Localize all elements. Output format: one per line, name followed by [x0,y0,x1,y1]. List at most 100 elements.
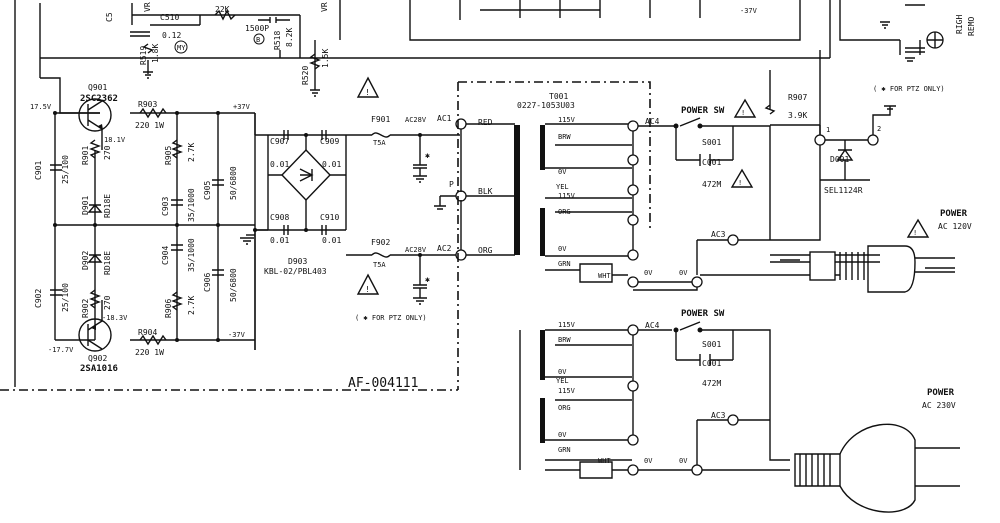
power-230v-section: POWER SW S001 C001 472M AC4 AC3 115V BRW… [519,309,960,513]
f901-value: T5A [373,139,386,147]
c510-mark: MY [177,44,186,52]
ac3-label: AC3 [711,230,726,239]
d902-part: RD18E [103,251,112,275]
r905-value: 2.7K [187,143,196,162]
tap-115v: 115V [558,116,576,124]
tap-0v-3: 0V [644,269,653,277]
top-partial-circuit: C510 0.12 MY 22K 1500P B R518 8.2K R519 … [39,0,976,97]
c902-value: 25/100 [61,283,70,312]
c905-label: C905 [203,181,212,200]
q901-voltage: 17.5V [30,103,52,111]
ac2-label: AC2 [437,244,452,253]
r902-label: R902 [81,299,90,318]
r904-label: R904 [138,328,157,337]
q902-emitter-voltage: -17.7V [48,346,74,354]
power-title-230: POWER [927,388,955,398]
c904-value: 35/1000 [187,238,196,272]
my-mark-circle [174,40,188,54]
s001-label-230: S001 [702,340,721,349]
c510-value: 0.12 [162,31,181,40]
star-mark-2: ✱ [425,275,430,284]
pin2-label: 2 [877,125,881,133]
blk-lead: BLK [478,187,493,196]
r518-label: R518 [273,31,282,50]
t001-label: T001 [549,92,568,101]
lead-brw: BRW [558,133,571,141]
f902-label: F902 [371,238,390,247]
power-sw-title-120: POWER SW [681,106,725,116]
power-spec-120: AC 120V [938,222,972,231]
minus37-label: -37V [228,331,246,339]
bridge-section: ! ! C907 0.01 C909 0.01 C908 0.01 C910 0… [253,76,515,350]
minus37-top: -37V [740,7,758,15]
r903-value: 220 1W [135,121,164,130]
c901-label: C901 [34,161,43,180]
power-sw-title-230: POWER SW [681,309,725,319]
tap-0v-4-230: 0V [679,457,688,465]
ftz-note-bridge: ( ✱ FOR PTZ ONLY) [355,314,427,322]
sheet-id-label: AF-004111 [348,376,418,391]
tap-0v-2-230: 0V [558,431,567,439]
b-mark: B [256,36,260,44]
c906-value: 50/6800 [229,268,238,302]
c001-value-120: 472M [702,180,721,189]
tap-yel-115v: 115V [558,192,576,200]
ac28-2-label: AC28V [405,246,427,254]
power-120v-section: ! ! ! POWER SW S001 C001 472M R907 3.9K … [638,50,972,293]
vr2-label: VR [320,2,329,12]
power-title-120: POWER [940,209,968,219]
d903-label: D903 [288,257,307,266]
d001-part: SEL1124R [824,186,863,195]
f902-value: T5A [373,261,386,269]
r905-label: R905 [164,146,173,165]
tap-0v-3-230: 0V [644,457,653,465]
tap-0v-1-230: 0V [558,368,567,376]
q901-emitter-voltage: 18.1V [104,136,126,144]
svg-text:!: ! [365,285,370,294]
q901-label: Q901 [88,83,107,92]
c907-value: 0.01 [270,160,289,169]
r904-value: 220 1W [135,348,164,357]
ac28-1-label: AC28V [405,116,427,124]
c909-value: 0.01 [322,160,341,169]
svg-text:!: ! [913,229,917,237]
svg-text:!: ! [738,179,742,187]
d902-label: D902 [81,251,90,270]
svg-text:!: ! [365,88,370,97]
c001-value-230: 472M [702,379,721,388]
r906-label: R906 [164,299,173,318]
c910-value: 0.01 [322,236,341,245]
lead-org: ORG [558,208,571,216]
c001-label-120: C001 [702,158,721,167]
ac4-label: AC4 [645,117,660,126]
f901-label: F901 [371,115,390,124]
org-lead: ORG [478,246,493,255]
c510-label: C510 [160,13,179,22]
r519-label: R519 [139,46,148,65]
r907-label: R907 [788,93,807,102]
c907-label: C907 [270,137,289,146]
c001-label-230: C001 [702,359,721,368]
svg-text:!: ! [741,109,745,117]
c903-value: 35/1000 [187,188,196,222]
remote-label: REMO [967,17,976,36]
r519-value: 1.8K [151,44,160,63]
ac3-label-230: AC3 [711,411,726,420]
r22k-label: 22K [215,5,230,14]
p-label: P [449,180,454,189]
r902-value: 270 [103,295,112,310]
power-spec-230: AC 230V [922,401,956,410]
lead-grn-230: GRN [558,446,571,454]
ftz-note-120: ( ✱ FOR PTZ ONLY) [873,85,945,93]
r906-value: 2.7K [187,296,196,315]
c909-label: C909 [320,137,339,146]
star-mark-1: ✱ [425,151,430,160]
tap-0v-1: 0V [558,168,567,176]
c902-label: C902 [34,289,43,308]
dc-supply-section: Q901 2SC2362 17.5V 18.1V R903 220 1W +37… [14,0,256,387]
tap-0v-4: 0V [679,269,688,277]
r907-value: 3.9K [788,111,807,120]
c901-value: 25/100 [61,155,70,184]
